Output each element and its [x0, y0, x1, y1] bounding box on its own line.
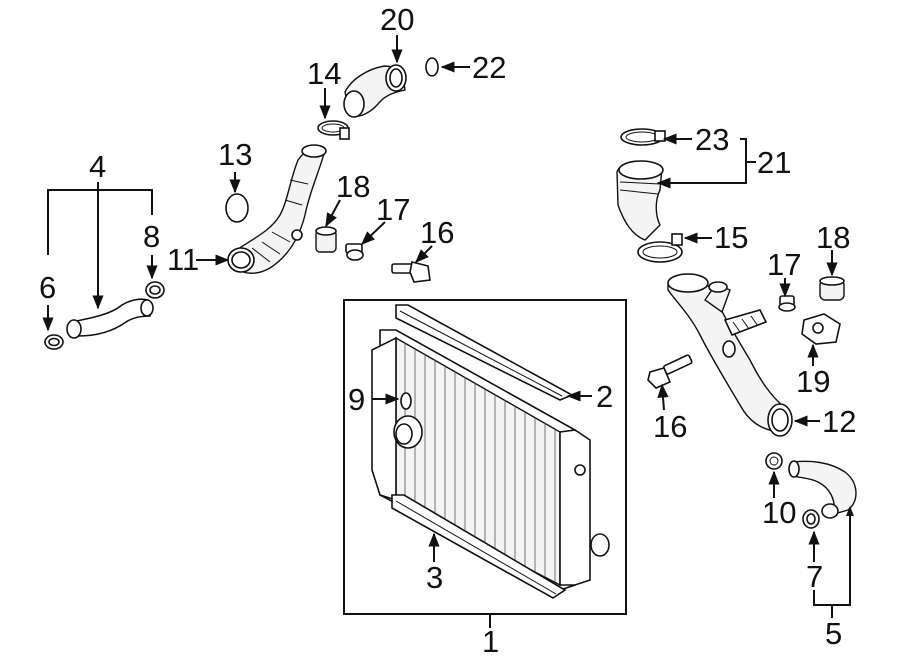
callout-12: 12 — [822, 404, 856, 439]
callout-5: 5 — [825, 616, 842, 651]
intercooler-assembly — [343, 299, 627, 615]
callout-14: 14 — [307, 56, 341, 91]
callout-23: 23 — [695, 122, 729, 157]
callout-18a: 18 — [336, 169, 370, 204]
callout-16b: 16 — [653, 409, 687, 444]
bolt-17-right — [778, 295, 796, 312]
upper-charge-air-duct — [227, 144, 327, 274]
bushing-18-left — [315, 226, 337, 253]
bolt-16-left — [391, 261, 431, 283]
callout-numbers: 1 2 3 4 5 6 7 8 9 10 11 12 13 14 15 16 1… — [39, 2, 856, 659]
callout-1: 1 — [482, 624, 499, 659]
callout-17a: 17 — [376, 192, 410, 227]
hose-clamp-10 — [765, 452, 783, 470]
bolt-16-right — [647, 354, 693, 389]
charge-air-pipe-12 — [667, 273, 793, 437]
o-ring-9 — [400, 392, 412, 410]
o-ring-6 — [44, 334, 64, 350]
callout-6: 6 — [39, 270, 56, 305]
o-ring-22 — [425, 57, 439, 77]
lower-left-hose — [66, 298, 154, 339]
callout-8: 8 — [143, 219, 160, 254]
bracket-19 — [801, 313, 841, 345]
callout-13: 13 — [218, 137, 252, 172]
lower-right-hose — [788, 460, 857, 519]
elbow-hose-20 — [343, 64, 407, 118]
callout-9: 9 — [348, 382, 365, 417]
callout-3: 3 — [426, 560, 443, 595]
callout-22: 22 — [472, 50, 506, 85]
callout-18b: 18 — [816, 220, 850, 255]
callout-4: 4 — [89, 149, 106, 184]
callout-19: 19 — [796, 364, 830, 399]
lower-air-seal — [391, 494, 567, 599]
hose-clamp-14 — [317, 120, 350, 140]
callout-10: 10 — [762, 495, 796, 530]
hose-clamp-23 — [620, 128, 666, 146]
callout-20: 20 — [380, 2, 414, 37]
upper-air-seal — [395, 304, 574, 401]
callout-15: 15 — [714, 220, 748, 255]
callout-17b: 17 — [767, 247, 801, 282]
leader-lines — [42, 35, 854, 628]
callout-2: 2 — [596, 379, 613, 414]
bolt-17-left — [345, 243, 364, 261]
bushing-18-right — [819, 276, 845, 301]
callout-11: 11 — [167, 242, 199, 277]
o-ring-7 — [802, 509, 820, 529]
hose-clamp-15 — [637, 233, 683, 263]
intercooler-core — [371, 329, 610, 591]
intake-hose-21 — [616, 160, 664, 241]
o-ring-8 — [145, 281, 165, 299]
callout-21: 21 — [757, 145, 791, 180]
callout-7: 7 — [806, 559, 823, 594]
callout-16a: 16 — [420, 215, 454, 250]
o-ring-13 — [225, 193, 249, 223]
